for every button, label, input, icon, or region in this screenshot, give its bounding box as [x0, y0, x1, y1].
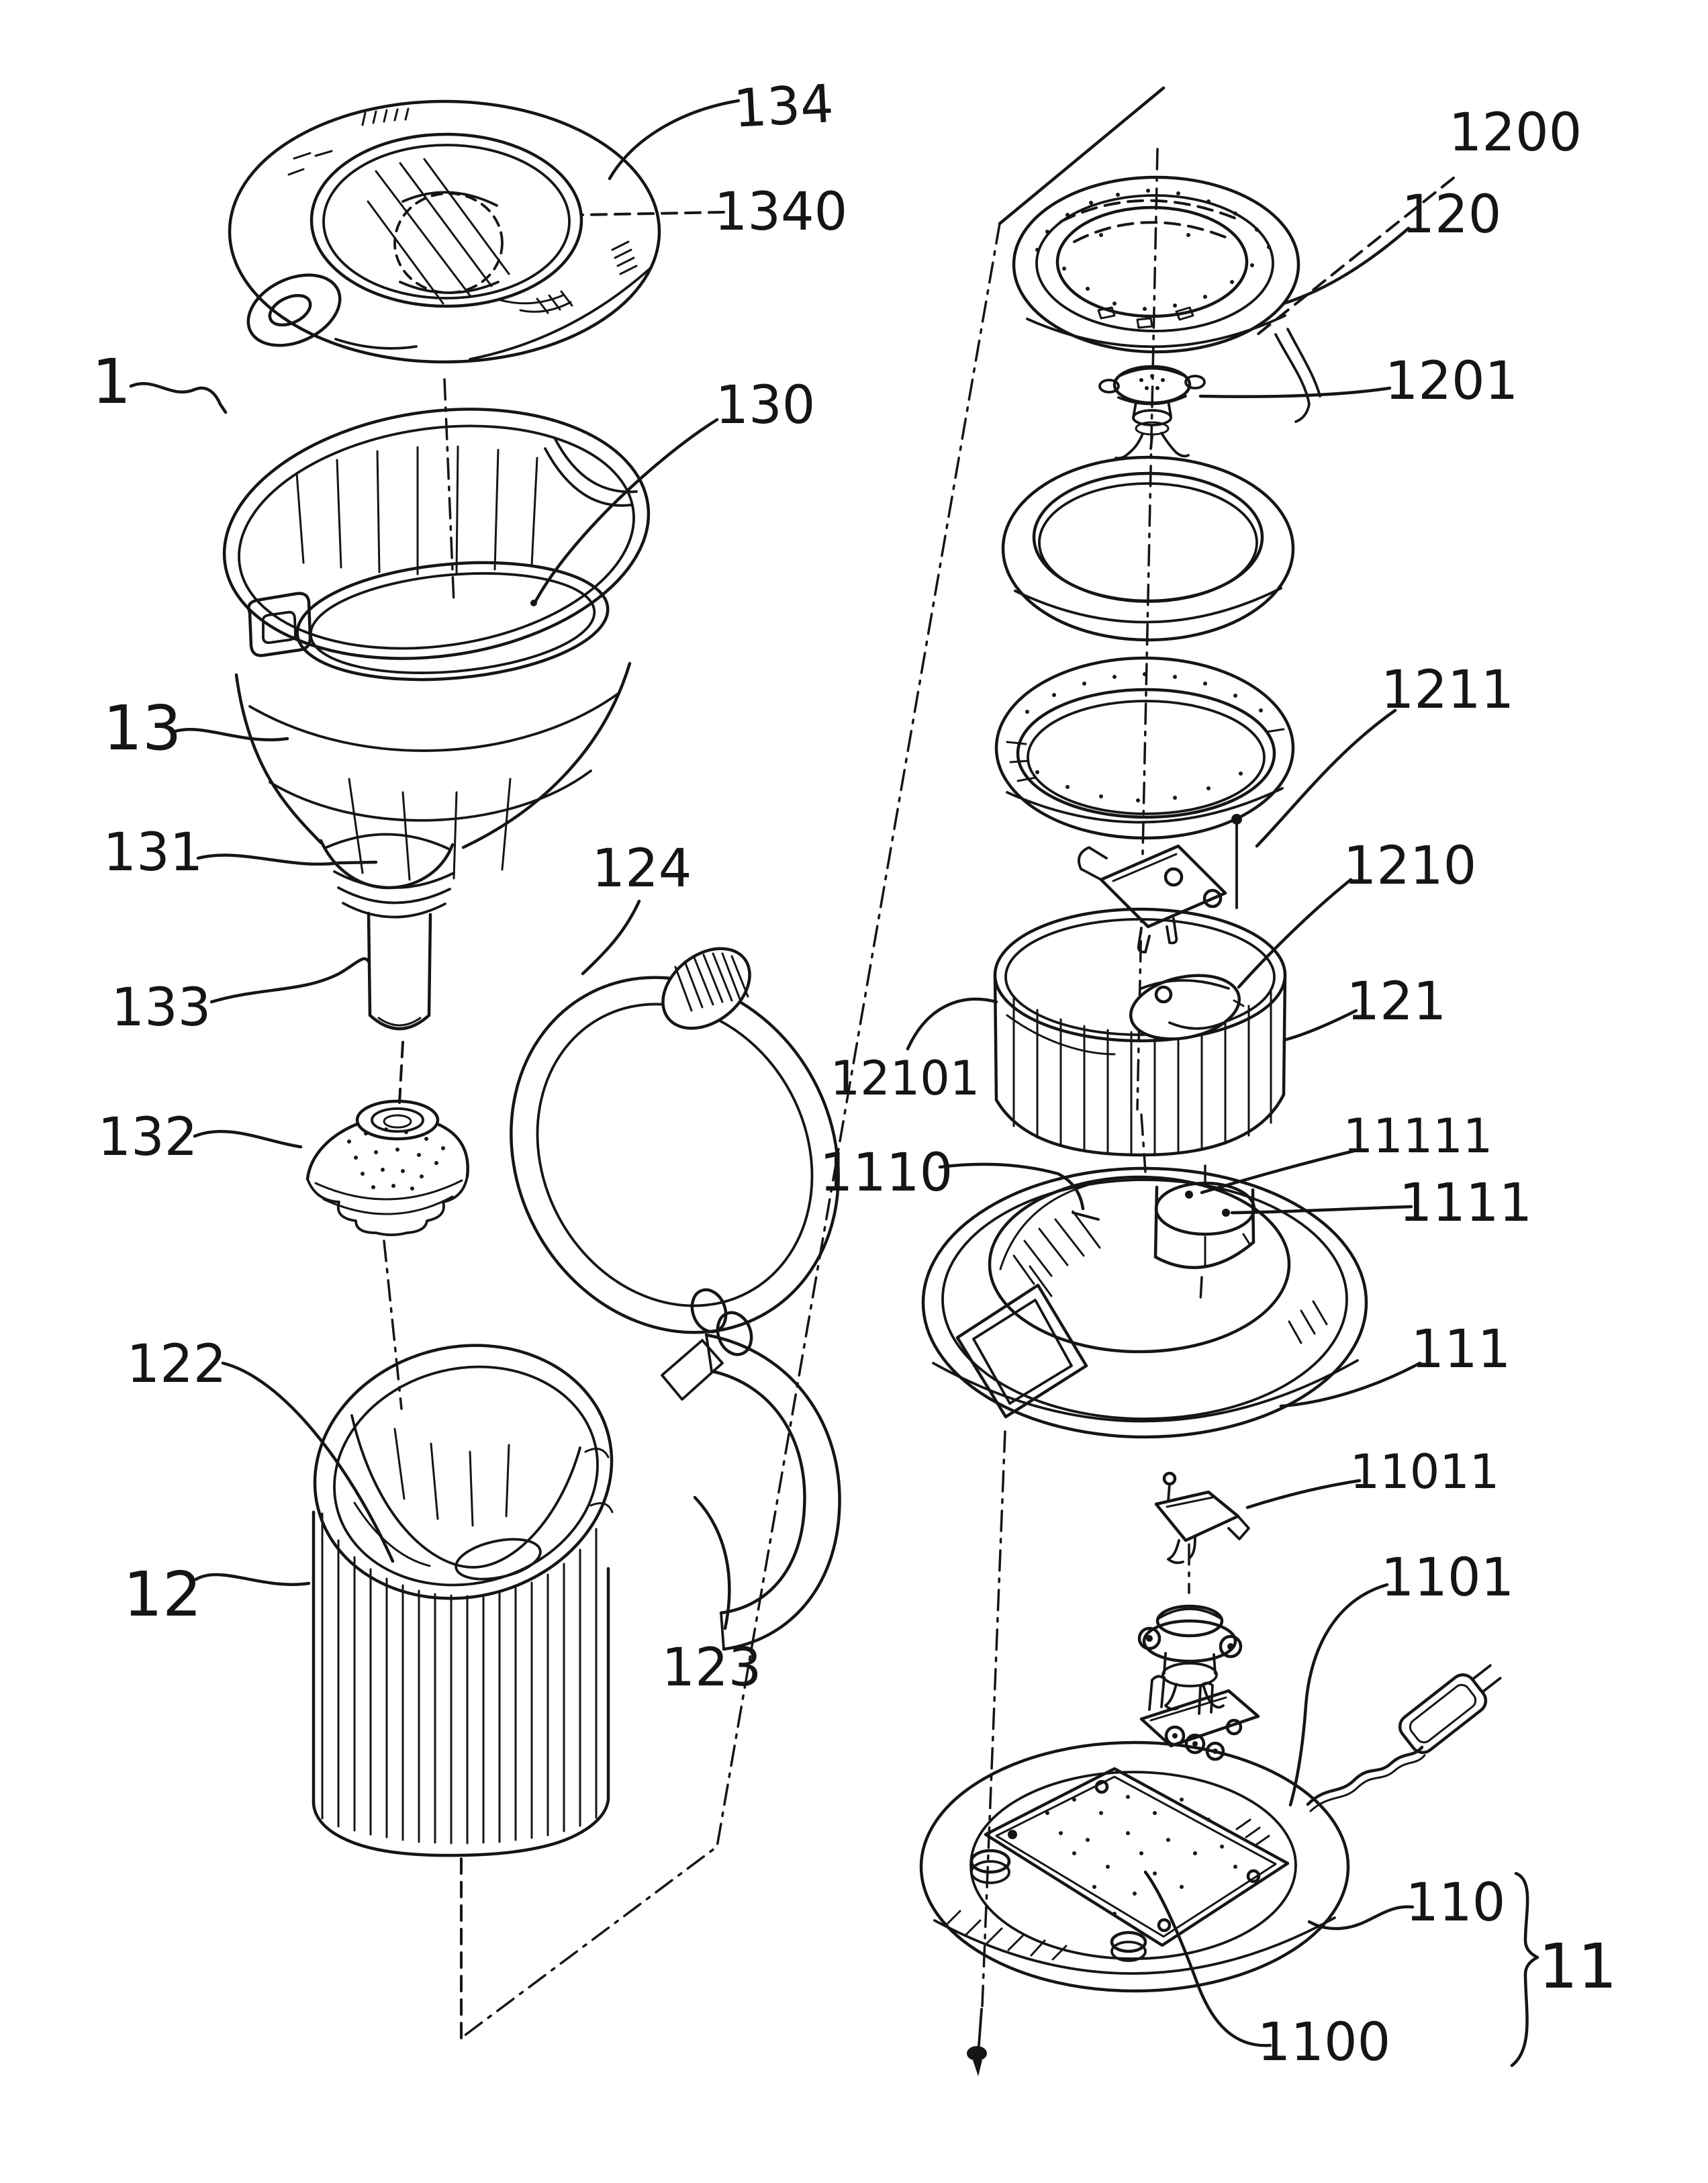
ref-numeral-1101: 1101 — [1381, 1548, 1515, 1608]
jug-ribs — [321, 1512, 598, 1845]
ref-numeral-121: 121 — [1347, 972, 1447, 1032]
ref-numeral-123: 123 — [662, 1638, 762, 1698]
plate-stipple — [1045, 1795, 1237, 1916]
pump-part — [1129, 974, 1245, 1041]
cap-stipple — [347, 1127, 445, 1191]
ref-numeral-130: 130 — [716, 375, 816, 436]
reference-numerals: 134 1340 1 130 13 131 133 124 132 122 12… — [92, 74, 1617, 2073]
dome-cover-part — [921, 1166, 1368, 1439]
drum-housing-part — [993, 907, 1287, 1157]
base-part — [919, 1664, 1502, 2076]
steam-cylinder — [1153, 1181, 1256, 1269]
ref-numeral-12101: 12101 — [831, 1051, 980, 1106]
thermostat-valve-part — [1137, 1604, 1243, 1711]
lid-spout-knob — [246, 273, 418, 350]
ref-numeral-1201: 1201 — [1385, 351, 1519, 412]
ref-numeral-124: 124 — [592, 839, 692, 899]
ref-numeral-131: 131 — [103, 823, 203, 883]
power-cord — [1306, 1664, 1502, 1812]
hinge — [661, 1288, 753, 1401]
ref-numeral-1200: 1200 — [1449, 103, 1582, 163]
ref-numeral-11011: 11011 — [1350, 1444, 1500, 1499]
gasket-ring-lower — [994, 656, 1295, 840]
handle-part — [584, 1333, 841, 1651]
mounting-screw — [967, 2008, 987, 2076]
ref-numeral-120: 120 — [1402, 185, 1502, 245]
ref-numeral-1210: 1210 — [1343, 836, 1477, 896]
hinged-ring-lid-part — [510, 947, 840, 1401]
heater-ring-part — [1012, 175, 1321, 423]
ring-stipple — [1035, 189, 1271, 311]
ref-numeral-110: 110 — [1406, 1873, 1506, 1933]
ref-numeral-1110: 1110 — [820, 1143, 953, 1203]
switch-bracket-part — [1078, 814, 1242, 954]
terminal-bracket — [1139, 1675, 1260, 1761]
ref-numeral-122: 122 — [127, 1334, 227, 1395]
ref-numeral-13: 13 — [103, 692, 181, 764]
base-feet — [969, 1849, 1147, 1962]
power-plug — [1398, 1664, 1502, 1755]
funnel-outlet-tube — [367, 911, 432, 1031]
ref-numeral-11: 11 — [1538, 1931, 1617, 2002]
jug-body-part — [312, 1344, 614, 1857]
float-valve-part — [1098, 365, 1206, 460]
lid-part — [228, 99, 661, 364]
filter-funnel-part — [222, 408, 651, 1031]
drum-ribs — [1012, 989, 1272, 1155]
funnel-neck — [319, 833, 455, 919]
ref-numeral-1: 1 — [92, 346, 132, 418]
gasket-ring-upper — [1001, 455, 1295, 642]
dome-window — [955, 1283, 1088, 1419]
ref-numeral-111: 111 — [1411, 1319, 1511, 1380]
ref-numeral-132: 132 — [98, 1107, 198, 1168]
heating-plate — [984, 1767, 1290, 1947]
ref-numeral-134: 134 — [732, 74, 835, 140]
ref-numeral-11111: 11111 — [1343, 1109, 1493, 1164]
construction-lines — [383, 86, 1206, 2039]
perforated-cap-part — [305, 1099, 469, 1236]
gasket-stipple — [1025, 672, 1263, 802]
ref-numeral-133: 133 — [111, 978, 211, 1038]
brace-11 — [1510, 1871, 1539, 2068]
ring-lid-knurled-knob — [661, 947, 751, 1030]
ref-numeral-1100: 1100 — [1258, 2012, 1391, 2073]
ref-numeral-12: 12 — [123, 1559, 201, 1630]
funnel-side-tab — [247, 592, 312, 657]
ref-numeral-1211: 1211 — [1381, 660, 1515, 721]
ref-numeral-1111: 1111 — [1399, 1173, 1533, 1234]
clip-bracket-part — [1154, 1471, 1250, 1565]
leader-lines — [129, 99, 1539, 2068]
ref-numeral-1340: 1340 — [714, 182, 848, 242]
